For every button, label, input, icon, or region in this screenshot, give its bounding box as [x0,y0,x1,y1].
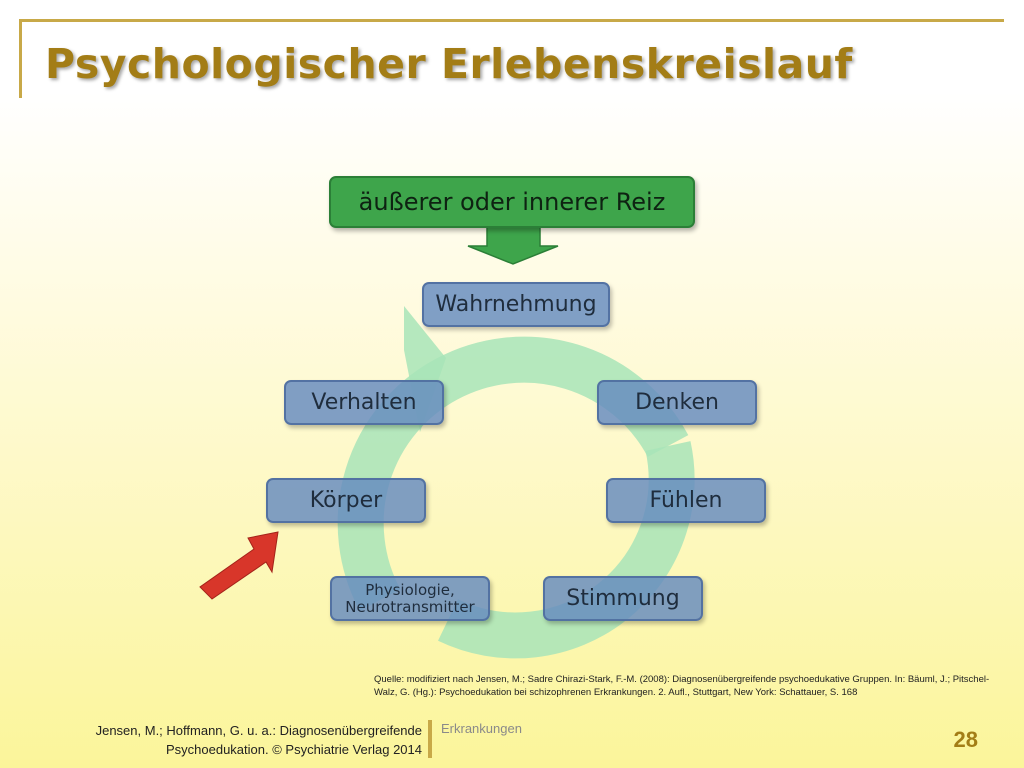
node-physiologie-line2: Neurotransmitter [345,597,475,616]
slide-title: Psychologischer Erlebenskreislauf [45,40,853,88]
left-frame-line [19,19,22,98]
node-denken-label: Denken [635,390,719,415]
node-verhalten-label: Verhalten [311,390,417,415]
stimulus-down-arrow [467,225,559,265]
node-physiologie: Physiologie, Neurotransmitter [330,576,490,621]
top-frame-line [20,19,1004,22]
stimulus-box: äußerer oder innerer Reiz [329,176,695,228]
source-citation: Quelle: modifiziert nach Jensen, M.; Sad… [374,674,990,698]
node-denken: Denken [597,380,757,425]
footer-reference-line2: Psychoedukation. © Psychiatrie Verlag 20… [165,742,422,757]
node-physiologie-line1: Physiologie, [365,580,455,599]
node-wahrnehmung: Wahrnehmung [422,282,610,327]
stimulus-label: äußerer oder innerer Reiz [358,188,666,216]
node-fuehlen-label: Fühlen [649,488,723,513]
node-stimmung: Stimmung [543,576,703,621]
node-fuehlen: Fühlen [606,478,766,523]
footer-reference-line1: Jensen, M.; Hoffmann, G. u. a.: Diagnose… [95,723,422,738]
node-koerper-label: Körper [309,488,383,513]
footer-reference: Jensen, M.; Hoffmann, G. u. a.: Diagnose… [40,721,422,759]
node-koerper: Körper [266,478,426,523]
footer-separator [428,720,432,758]
footer-section: Erkrankungen [441,721,522,736]
node-wahrnehmung-label: Wahrnehmung [435,292,597,317]
node-verhalten: Verhalten [284,380,444,425]
node-stimmung-label: Stimmung [566,586,680,611]
intervention-arrow [199,531,279,600]
page-number: 28 [953,727,978,752]
